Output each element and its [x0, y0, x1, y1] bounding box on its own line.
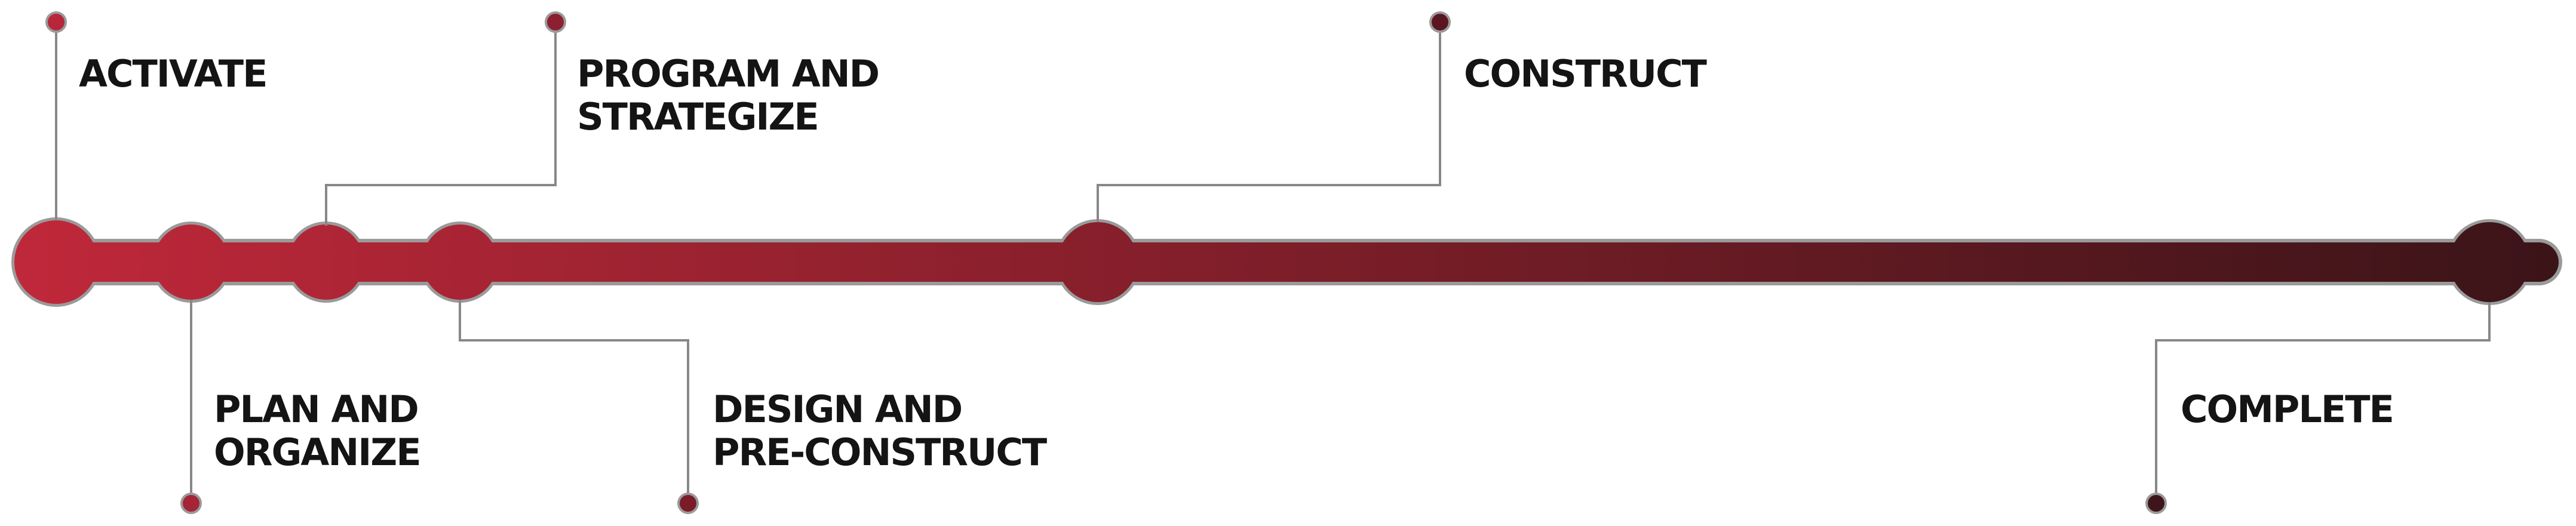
dot-plan — [180, 493, 202, 514]
phase-label-design-line-2: PRE-CONSTRUCT — [713, 430, 1047, 474]
leader-line-complete — [2155, 302, 2491, 503]
dot-program — [545, 11, 566, 33]
phase-label-program: PROGRAM AND STRATEGIZE — [577, 52, 880, 139]
leader-line-design — [459, 300, 689, 503]
dot-complete — [2145, 493, 2167, 514]
dot-construct — [1429, 11, 1451, 33]
phase-label-activate-line-1: ACTIVATE — [79, 52, 268, 96]
leader-line-program — [325, 24, 557, 226]
timeline-node-construct — [1058, 222, 1138, 302]
timeline-node-plan — [153, 224, 229, 300]
phase-label-plan-line-2: ORGANIZE — [214, 430, 422, 474]
phase-label-design: DESIGN AND PRE-CONSTRUCT — [713, 387, 1047, 474]
timeline-node-design — [422, 224, 498, 300]
phase-label-construct-line-1: CONSTRUCT — [1464, 52, 1707, 96]
phase-label-plan-line-1: PLAN AND — [214, 387, 419, 431]
leader-lines — [55, 24, 2491, 503]
phase-label-program-line-2: STRATEGIZE — [577, 95, 819, 139]
leader-line-construct — [1097, 24, 1441, 222]
timeline-node-complete — [2449, 222, 2529, 302]
phase-label-construct: CONSTRUCT — [1464, 52, 1707, 96]
phase-label-complete: COMPLETE — [2181, 387, 2394, 431]
track-bar — [56, 242, 2559, 282]
phase-label-complete-line-1: COMPLETE — [2181, 387, 2394, 431]
phase-label-design-line-1: DESIGN AND — [713, 387, 963, 431]
phase-label-program-line-1: PROGRAM AND — [577, 52, 880, 96]
timeline-node-activate — [14, 220, 98, 304]
phase-label-plan: PLAN AND ORGANIZE — [214, 387, 422, 474]
end-dots — [45, 11, 2167, 514]
dot-activate — [45, 11, 67, 33]
timeline-node-program — [288, 224, 364, 300]
track-fill — [14, 220, 2559, 304]
dot-design — [677, 493, 699, 514]
phase-label-activate: ACTIVATE — [79, 52, 268, 96]
